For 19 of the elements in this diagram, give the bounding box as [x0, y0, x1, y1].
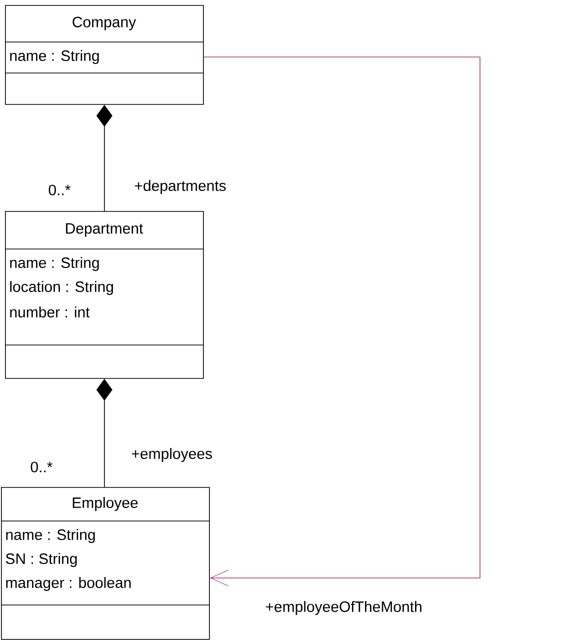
multiplicity-label: 0..* — [48, 184, 70, 196]
attribute-text: name : String — [10, 257, 99, 271]
attribute-text: name : String — [10, 50, 99, 64]
role-label: +employees — [132, 448, 212, 462]
attribute-text: manager : boolean — [6, 577, 131, 591]
class-name: Department — [66, 223, 144, 237]
class-box — [4, 211, 204, 379]
association-line — [203, 56, 480, 586]
role-label: +employeeOfTheMonth — [266, 601, 422, 615]
class-box — [0, 487, 210, 640]
class-name: Company — [72, 16, 136, 30]
class-box — [4, 5, 204, 105]
attribute-text: SN : String — [6, 553, 77, 567]
attribute-text: number : int — [10, 306, 90, 318]
class-name: Employee — [72, 497, 138, 511]
role-label: +departments — [134, 180, 226, 194]
attribute-text: location : String — [10, 281, 113, 295]
multiplicity-label: 0..* — [30, 462, 52, 472]
attribute-text: name : String — [6, 529, 95, 543]
